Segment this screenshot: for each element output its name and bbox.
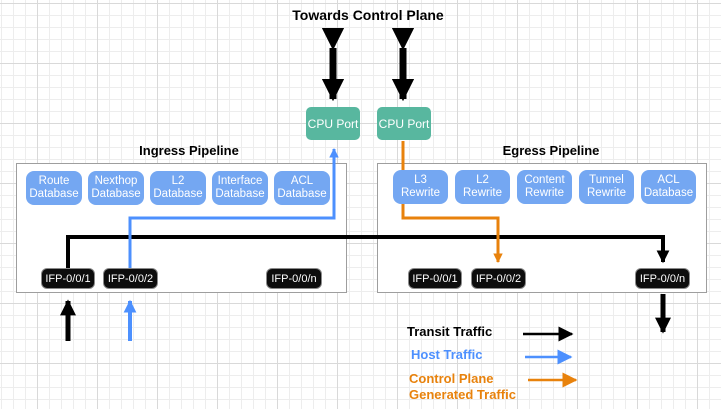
transit-trunk-line <box>66 235 670 272</box>
node-interface-database: Interface Database <box>212 171 268 205</box>
ingress-port-ifp-0-0-2: IFP-0/0/2 <box>103 268 158 289</box>
egress-port-ifp-0-0-1: IFP-0/0/1 <box>408 268 462 289</box>
ingress-database-row: Route Database Nexthop Database L2 Datab… <box>26 171 336 205</box>
ingress-port-ifp-0-0-1: IFP-0/0/1 <box>41 268 95 289</box>
ingress-port-ifp-0-0-n: IFP-0/0/n <box>266 268 322 289</box>
node-tunnel-rewrite: Tunnel Rewrite <box>579 170 634 204</box>
node-route-database: Route Database <box>26 171 82 205</box>
egress-pipeline-title: Egress Pipeline <box>502 143 600 158</box>
node-content-rewrite: Content Rewrite <box>517 170 572 204</box>
node-l2-rewrite: L2 Rewrite <box>455 170 510 204</box>
node-nexthop-database: Nexthop Database <box>88 171 144 205</box>
diagram-title: Towards Control Plane <box>292 7 444 23</box>
egress-port-ifp-0-0-2: IFP-0/0/2 <box>471 268 526 289</box>
cpu-port-egress: CPU Port <box>377 107 431 140</box>
node-acl-database-egress: ACL Database <box>641 170 696 204</box>
egress-module-row: L3 Rewrite L2 Rewrite Content Rewrite Tu… <box>393 170 703 204</box>
legend-transit-label: Transit Traffic <box>407 324 493 339</box>
cpu-port-ingress: CPU Port <box>306 107 360 140</box>
legend-control-label: Control Plane Generated Traffic <box>409 371 516 402</box>
node-l2-database: L2 Database <box>150 171 206 205</box>
node-acl-database-ingress: ACL Database <box>274 171 330 205</box>
legend-host-label: Host Traffic <box>411 347 483 362</box>
ingress-pipeline-title: Ingress Pipeline <box>139 143 239 158</box>
node-l3-rewrite: L3 Rewrite <box>393 170 448 204</box>
egress-port-ifp-0-0-n: IFP-0/0/n <box>635 268 690 289</box>
host-traffic-line <box>128 148 339 272</box>
